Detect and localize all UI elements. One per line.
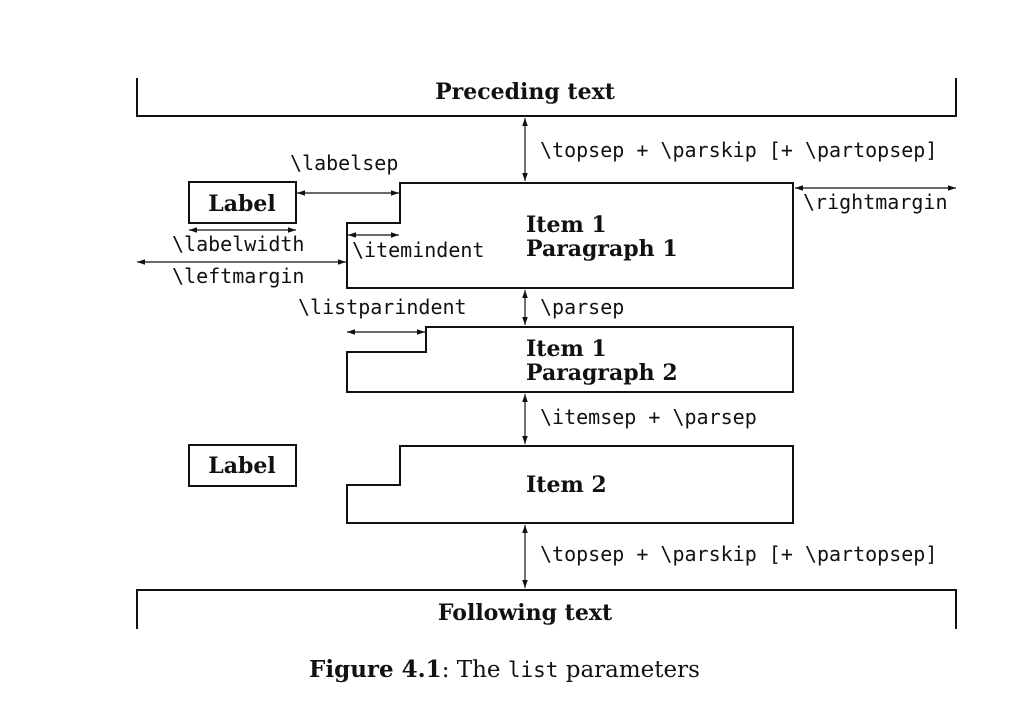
- caption-code: list: [507, 658, 559, 682]
- preceding-text-box: [136, 78, 957, 117]
- itemsep-text: \itemsep + \parsep: [540, 405, 757, 429]
- leftmargin-text: \leftmargin: [172, 264, 304, 288]
- label-box-2: [188, 444, 297, 487]
- rightmargin-text: \rightmargin: [803, 190, 948, 214]
- item1-paragraph1-line1: Item 1: [526, 212, 607, 238]
- label-box-1: [188, 181, 297, 224]
- topsep-top-text: \topsep + \parskip [+ \partopsep]: [540, 138, 937, 162]
- topsep-bottom-text: \topsep + \parskip [+ \partopsep]: [540, 542, 937, 566]
- labelwidth-text: \labelwidth: [172, 232, 304, 256]
- item1-paragraph2-line1: Item 1: [526, 336, 607, 362]
- item1-paragraph1-line2: Paragraph 1: [526, 236, 678, 262]
- labelsep-text: \labelsep: [290, 151, 398, 175]
- item2-text: Item 2: [526, 472, 607, 498]
- itemindent-text: \itemindent: [352, 238, 484, 262]
- following-text-label: Following text: [438, 600, 613, 626]
- following-text-box: [136, 589, 957, 629]
- caption-separator: : The: [441, 657, 508, 683]
- preceding-text-label: Preceding text: [435, 79, 616, 105]
- item1-paragraph2-box: [346, 326, 794, 393]
- listparindent-text: \listparindent: [298, 295, 467, 319]
- item2-box: [346, 445, 794, 524]
- item1-paragraph2-line2: Paragraph 2: [526, 360, 678, 386]
- caption-number: Figure 4.1: [309, 656, 442, 683]
- item1-paragraph1-box: [346, 182, 794, 289]
- figure-caption: Figure 4.1: The list parameters: [0, 656, 1009, 683]
- label-box-1-text: Label: [208, 191, 275, 217]
- caption-rest: parameters: [558, 657, 700, 683]
- label-box-2-text: Label: [208, 453, 275, 479]
- parsep-text: \parsep: [540, 295, 624, 319]
